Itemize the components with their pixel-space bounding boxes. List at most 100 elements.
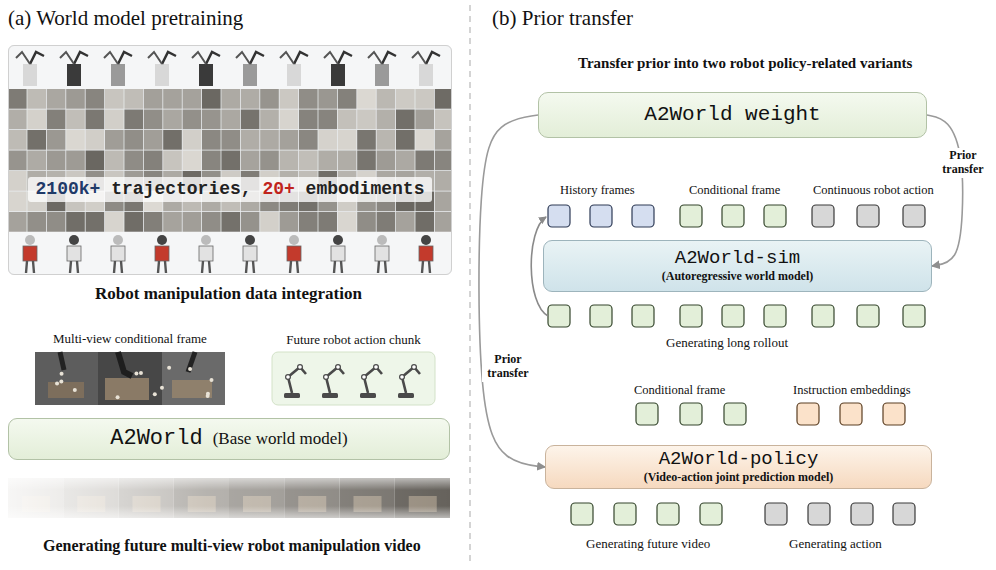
- robot-arm-icon: [322, 365, 344, 398]
- photo-tile: [280, 212, 299, 232]
- label-holder: Generating long rollout: [666, 336, 788, 351]
- label-holder: Transfer prior into two robot policy-rel…: [578, 55, 912, 72]
- token-square: [765, 503, 787, 525]
- photo-tile: [241, 110, 260, 130]
- head: [25, 235, 35, 245]
- label-holder: (b) Prior transfer: [492, 6, 633, 30]
- arm-links: [326, 367, 344, 393]
- photo-tile: [241, 212, 260, 232]
- photo-tile: [377, 151, 396, 171]
- dataset-collage: [8, 45, 452, 275]
- humanoid-icon: [243, 235, 257, 273]
- head: [377, 235, 387, 245]
- photo-tile: [435, 151, 452, 171]
- legs: [334, 261, 342, 273]
- robot-body: [419, 64, 433, 86]
- legs: [246, 261, 254, 273]
- photo-tile: [377, 110, 396, 130]
- photo-tile: [260, 110, 279, 130]
- token-square: [700, 503, 722, 525]
- robot-icon: [368, 52, 396, 86]
- token-square: [571, 503, 593, 525]
- token-square: [548, 205, 570, 227]
- photo-tile: [8, 171, 27, 191]
- photo-tile: [221, 130, 240, 150]
- robot-arm-icons: [284, 365, 420, 398]
- photo-tile: [144, 212, 163, 232]
- gripper: [188, 352, 195, 372]
- label-holder: Instruction embeddings: [793, 383, 911, 397]
- photo-tile: [377, 212, 396, 232]
- head: [333, 235, 343, 245]
- robot-icon: [148, 52, 176, 86]
- text-label: Multi-view conditional frame: [53, 332, 207, 347]
- text-label: Transfer prior into two robot policy-rel…: [578, 55, 912, 72]
- robot-arm: [192, 52, 206, 64]
- photo-tile: [47, 130, 66, 150]
- text-label: Generating future video: [586, 537, 710, 552]
- text-label: Generating future multi-view robot manip…: [43, 537, 421, 555]
- photo-tile: [241, 89, 260, 109]
- edge-label: Prior transfer: [482, 352, 534, 382]
- torso: [199, 246, 213, 261]
- node-subtitle: (Autoregressive world model): [662, 270, 814, 284]
- photo-tile: [124, 89, 143, 109]
- model-box: A2World weight: [538, 92, 927, 138]
- action-chunk-box: Future robot action chunk: [272, 333, 435, 405]
- robot-arm: [118, 52, 132, 64]
- robot-arm: [338, 52, 352, 64]
- photo-tile: [183, 110, 202, 130]
- photo-tile: [8, 89, 27, 109]
- photo-tile: [202, 130, 221, 150]
- robot-arm-icon: [398, 365, 420, 398]
- photo-tile: [377, 130, 396, 150]
- photo-tile: [202, 151, 221, 171]
- photo-tile: [299, 151, 318, 171]
- edge-label-holder: Prior transfer: [937, 148, 989, 178]
- objects: [55, 366, 213, 400]
- photo-tile: [299, 110, 318, 130]
- robot-arm: [280, 52, 294, 64]
- node-title: 2100k+ trajectories, 20+ embodiments: [28, 177, 433, 202]
- text-label: Robot manipulation data integration: [95, 284, 362, 304]
- robot-arm: [250, 52, 264, 64]
- robot-arm: [60, 52, 74, 64]
- label-holder: Multi-view conditional frame: [53, 332, 207, 347]
- arm-links: [364, 367, 382, 393]
- photo-tile: [377, 89, 396, 109]
- photo-tile: [221, 151, 240, 171]
- photo-tile: [27, 110, 46, 130]
- photo-tile: [338, 89, 357, 109]
- object-dot: [60, 372, 64, 376]
- label-holder: (a) World model pretraining: [8, 6, 243, 30]
- node-title: A2World: [110, 426, 202, 451]
- photo-tile: [435, 130, 452, 150]
- photo-tile: [163, 151, 182, 171]
- object-dot: [167, 366, 171, 370]
- photo-tile: [241, 151, 260, 171]
- photo-tile: [202, 212, 221, 232]
- humanoid-icon: [111, 235, 125, 273]
- token-square: [903, 205, 925, 227]
- token-square: [840, 403, 862, 425]
- object-dot: [134, 371, 138, 375]
- photo-tile: [357, 110, 376, 130]
- object-dot: [188, 367, 192, 371]
- robot-arm: [30, 52, 44, 64]
- photo-tile: [8, 130, 27, 150]
- robot-icon: [192, 52, 220, 86]
- label-holder: Generating action: [789, 537, 882, 552]
- text-label: (b) Prior transfer: [492, 6, 633, 30]
- token-square: [812, 205, 834, 227]
- photo-tile: [47, 212, 66, 232]
- token-square: [680, 403, 702, 425]
- photo-tile: [144, 89, 163, 109]
- humanoid-icon: [199, 235, 213, 273]
- token-square: [903, 305, 925, 327]
- token-square: [722, 305, 744, 327]
- photo-tile: [260, 89, 279, 109]
- photo-tile: [280, 151, 299, 171]
- photo-tile: [183, 212, 202, 232]
- object-dot: [55, 382, 59, 386]
